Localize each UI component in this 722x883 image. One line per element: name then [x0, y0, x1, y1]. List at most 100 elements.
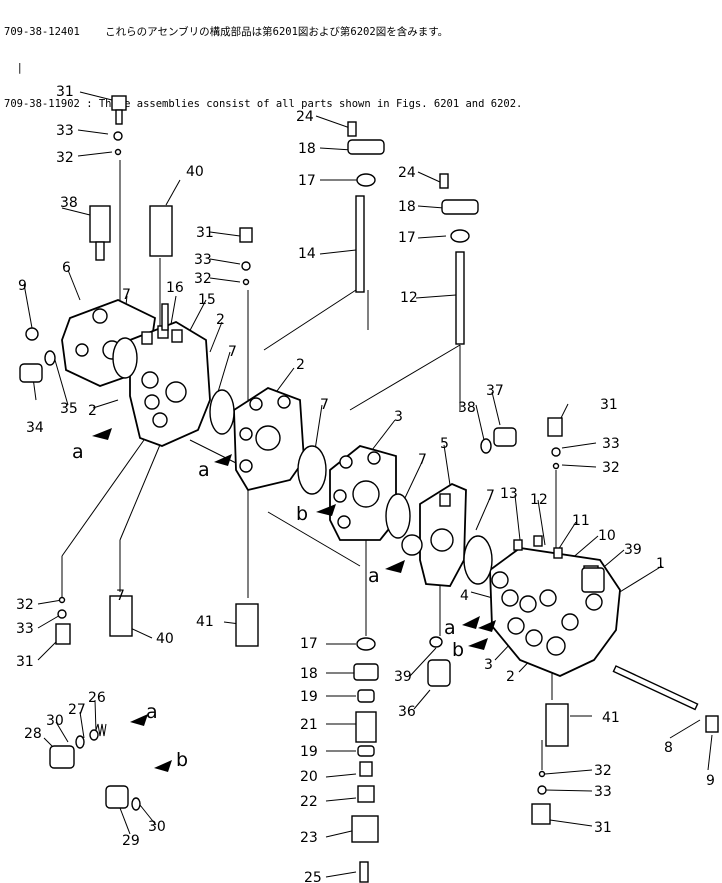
callout-label: 7 — [320, 397, 329, 413]
callout-labels: 38 1 2 2 2 2 3 3 4 5 6 7 7 7 7 7 7 8 9 9… — [16, 84, 715, 883]
callout-label: 18 — [300, 666, 318, 682]
callout-label: 32 — [194, 271, 212, 287]
callout-label: 22 — [300, 794, 318, 810]
callout-label: 2 — [216, 312, 225, 328]
callout-label: 38 — [458, 400, 476, 416]
callout-label: 39 — [624, 542, 642, 558]
callout-label: 33 — [602, 436, 620, 452]
valve-section-middle-2 — [329, 445, 397, 541]
callout-label: 24 — [296, 109, 314, 125]
callout-label: 31 — [594, 820, 612, 836]
port-label-a: a — [198, 459, 210, 481]
callout-label: 18 — [298, 141, 316, 157]
callout-label: 40 — [156, 631, 174, 647]
callout-label: 5 — [440, 436, 449, 452]
flow-arrows — [92, 428, 496, 772]
callout-label: 14 — [298, 246, 316, 262]
callout-label: 21 — [300, 717, 318, 733]
springs — [95, 723, 107, 737]
part-number-1: 709-38-12401 — [4, 26, 80, 38]
figure-header: 709-38-12401 これらのアセンブリの構成部品は第6201図および第62… — [4, 26, 523, 110]
callout-label: 33 — [194, 252, 212, 268]
callout-label: 30 — [46, 713, 64, 729]
callout-label: 35 — [60, 401, 78, 417]
callout-label: 27 — [68, 702, 86, 718]
callout-label: 33 — [56, 123, 74, 139]
callout-label: 32 — [602, 460, 620, 476]
callout-label: 31 — [16, 654, 34, 670]
callout-label: 2 — [506, 669, 515, 685]
callout-label: 19 — [300, 689, 318, 705]
callout-label: 11 — [572, 513, 590, 529]
callout-label: 16 — [166, 280, 184, 296]
callout-label: 6 — [62, 260, 71, 276]
callout-label: 33 — [16, 621, 34, 637]
callout-label: 10 — [598, 528, 616, 544]
note-japanese: これらのアセンブリの構成部品は第6201図および第6202図を含みます。 — [105, 26, 449, 38]
callout-label: 41 — [602, 710, 620, 726]
callout-label: 7 — [122, 287, 131, 303]
callout-label: 31 — [600, 397, 618, 413]
callout-label: 40 — [186, 164, 204, 180]
valve-body-left — [61, 299, 211, 447]
small-fittings — [19, 95, 719, 883]
callout-label: 32 — [56, 150, 74, 166]
callout-label: 26 — [88, 690, 106, 706]
callout-label: 20 — [300, 769, 318, 785]
callout-label: 33 — [594, 784, 612, 800]
callout-label: 41 — [196, 614, 214, 630]
callout-label: 7 — [116, 588, 125, 604]
callout-label: 24 — [398, 165, 416, 181]
callout-label: 17 — [398, 230, 416, 246]
callout-label: 23 — [300, 830, 318, 846]
callout-label: 30 — [148, 819, 166, 835]
callout-label: 25 — [304, 870, 322, 883]
port-label-a: a — [146, 701, 158, 723]
part-number-2: 709-38-11902 — [4, 98, 80, 110]
leader-lines — [23, 91, 713, 878]
callout-label: 1 — [656, 556, 665, 572]
callout-label: 15 — [198, 292, 216, 308]
callout-label: 13 — [500, 486, 518, 502]
callout-label: 7 — [418, 452, 427, 468]
callout-label: 38 — [60, 195, 78, 211]
callout-label: 7 — [486, 488, 495, 504]
valve-section-middle-1 — [233, 386, 305, 492]
callout-label: 18 — [398, 199, 416, 215]
port-label-a: a — [444, 617, 456, 639]
port-label-a: a — [368, 565, 380, 587]
callout-label: 3 — [394, 409, 403, 425]
callout-label: 32 — [594, 763, 612, 779]
port-label-b: b — [452, 639, 464, 661]
callout-label: 3 — [484, 657, 493, 673]
callout-label: 36 — [398, 704, 416, 720]
callout-label: 34 — [26, 420, 44, 436]
callout-label: 39 — [394, 669, 412, 685]
callout-label: 2 — [88, 403, 97, 419]
port-label-a: a — [72, 441, 84, 463]
callout-label: 9 — [706, 773, 715, 789]
seal-rings — [44, 337, 493, 811]
callout-label: 2 — [296, 357, 305, 373]
end-cover-5 — [401, 482, 467, 587]
callout-label: 9 — [18, 278, 27, 294]
callout-label: 12 — [530, 492, 548, 508]
port-label-b: b — [176, 749, 188, 771]
callout-label: 17 — [298, 173, 316, 189]
callout-label: 7 — [228, 344, 237, 360]
callout-label: 29 — [122, 833, 140, 849]
callout-label: 31 — [56, 84, 74, 100]
callout-label: 4 — [460, 588, 469, 604]
valve-body-right — [489, 535, 621, 677]
callout-label: 12 — [400, 290, 418, 306]
callout-label: 17 — [300, 636, 318, 652]
callout-label: 8 — [664, 740, 673, 756]
callout-label: 32 — [16, 597, 34, 613]
callout-label: 28 — [24, 726, 42, 742]
port-label-b: b — [296, 503, 308, 525]
note-english: : These assemblies consist of all parts … — [86, 98, 523, 110]
callout-label: 19 — [300, 744, 318, 760]
cartridge-parts — [89, 195, 699, 747]
callout-label: 37 — [486, 383, 504, 399]
